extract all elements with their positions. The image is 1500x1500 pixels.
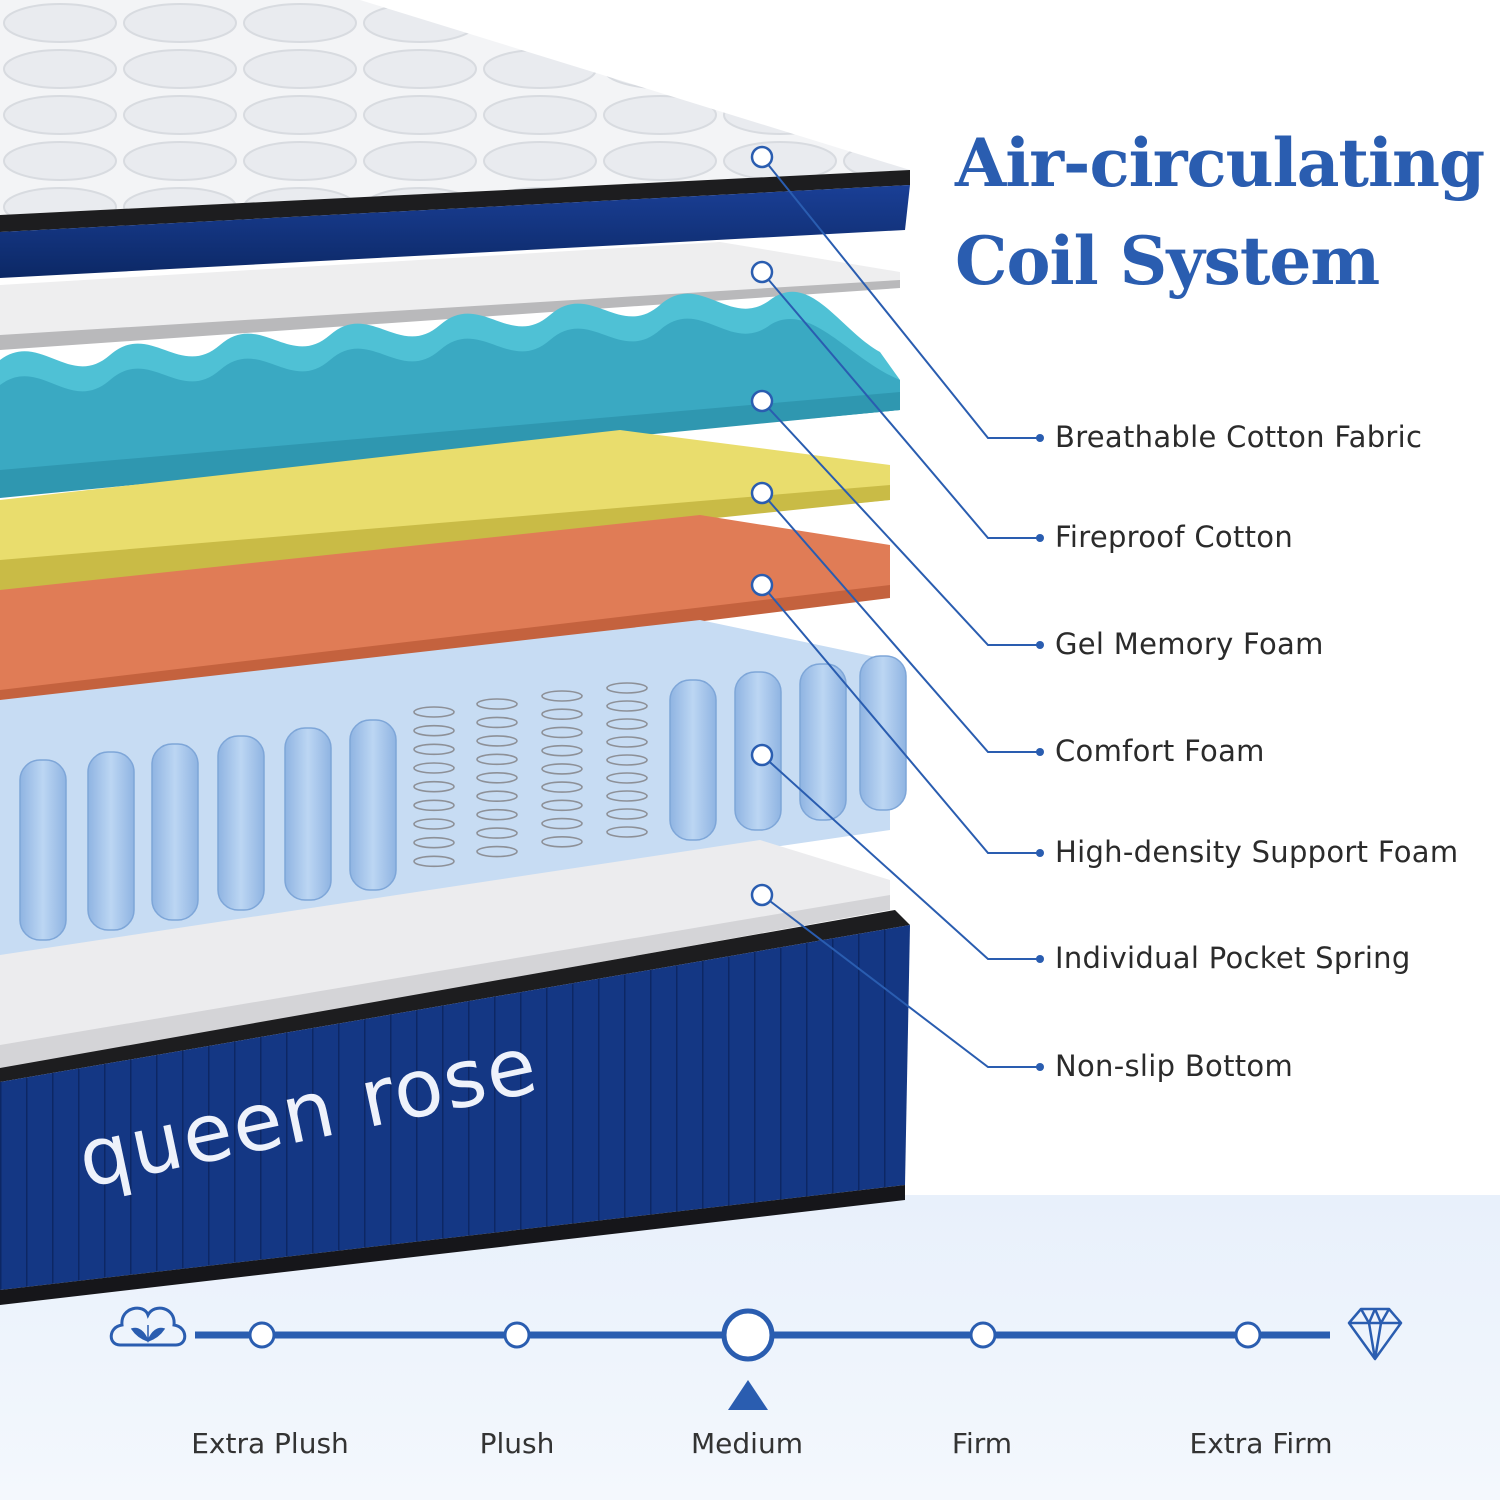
callout-dot — [1036, 534, 1044, 542]
firmness-scale — [109, 1306, 1403, 1410]
coil-spring — [413, 706, 455, 868]
callout-anchor — [750, 481, 774, 505]
callout-dot — [1036, 434, 1044, 442]
pocket-spring — [19, 759, 67, 941]
label-gel-memory-foam: Gel Memory Foam — [1055, 627, 1324, 661]
firmness-label-extra-firm: Extra Firm — [1189, 1427, 1333, 1460]
callout-line — [761, 400, 1040, 646]
mattress-base — [0, 910, 910, 1305]
coil-spring — [606, 682, 648, 838]
coil-spring — [476, 698, 518, 858]
firmness-label-extra-plush: Extra Plush — [191, 1427, 349, 1460]
layer-cotton-fabric — [0, 0, 910, 278]
callout-line — [761, 271, 1040, 539]
label-non-slip-bottom: Non-slip Bottom — [1055, 1049, 1294, 1083]
pocket-spring — [87, 751, 135, 931]
pocket-spring — [284, 727, 332, 901]
label-support-foam: High-density Support Foam — [1055, 835, 1459, 869]
pocket-spring — [669, 679, 717, 841]
title-line-1: Air-circulating — [955, 124, 1485, 202]
label-cotton-fabric: Breathable Cotton Fabric — [1055, 420, 1423, 454]
label-fireproof-cotton: Fireproof Cotton — [1055, 520, 1294, 554]
firmness-dot — [969, 1321, 997, 1349]
label-comfort-foam: Comfort Foam — [1055, 734, 1265, 768]
callout-dot — [1036, 1063, 1044, 1071]
pocket-spring — [859, 655, 907, 811]
selected-pointer-icon — [728, 1380, 768, 1410]
callout-anchor — [750, 883, 774, 907]
pocket-spring — [217, 735, 265, 911]
callout-anchor — [750, 573, 774, 597]
firmness-dot-selected — [721, 1308, 775, 1362]
coil-spring — [541, 690, 583, 848]
pocket-spring — [151, 743, 199, 921]
title-line-2: Coil System — [955, 222, 1380, 300]
callout-line — [761, 492, 1040, 753]
firmness-label-medium: Medium — [691, 1427, 803, 1460]
pocket-spring — [349, 719, 397, 891]
pocket-spring — [799, 663, 847, 821]
callout-dot — [1036, 641, 1044, 649]
callout-line — [761, 156, 1040, 439]
callout-anchor — [750, 389, 774, 413]
diamond-icon — [1347, 1307, 1403, 1361]
firmness-dot — [248, 1321, 276, 1349]
callout-dot — [1036, 748, 1044, 756]
label-pocket-spring: Individual Pocket Spring — [1055, 941, 1411, 975]
firmness-dot — [503, 1321, 531, 1349]
callout-dot — [1036, 849, 1044, 857]
callout-anchor — [750, 260, 774, 284]
callout-line — [761, 584, 1040, 854]
layer-non-slip-bottom — [0, 840, 890, 1070]
callout-line — [761, 754, 1040, 960]
firmness-dot — [1234, 1321, 1262, 1349]
callout-anchor — [750, 743, 774, 767]
callout-line — [761, 894, 1040, 1068]
layer-comfort-foam — [0, 430, 890, 592]
cotton-icon — [109, 1306, 187, 1347]
firmness-label-firm: Firm — [951, 1427, 1013, 1460]
firmness-label-plush: Plush — [479, 1427, 555, 1460]
callout-anchor — [750, 145, 774, 169]
layer-pocket-springs — [0, 620, 907, 960]
layer-gel-memory-foam — [0, 291, 900, 498]
callout-dot — [1036, 955, 1044, 963]
